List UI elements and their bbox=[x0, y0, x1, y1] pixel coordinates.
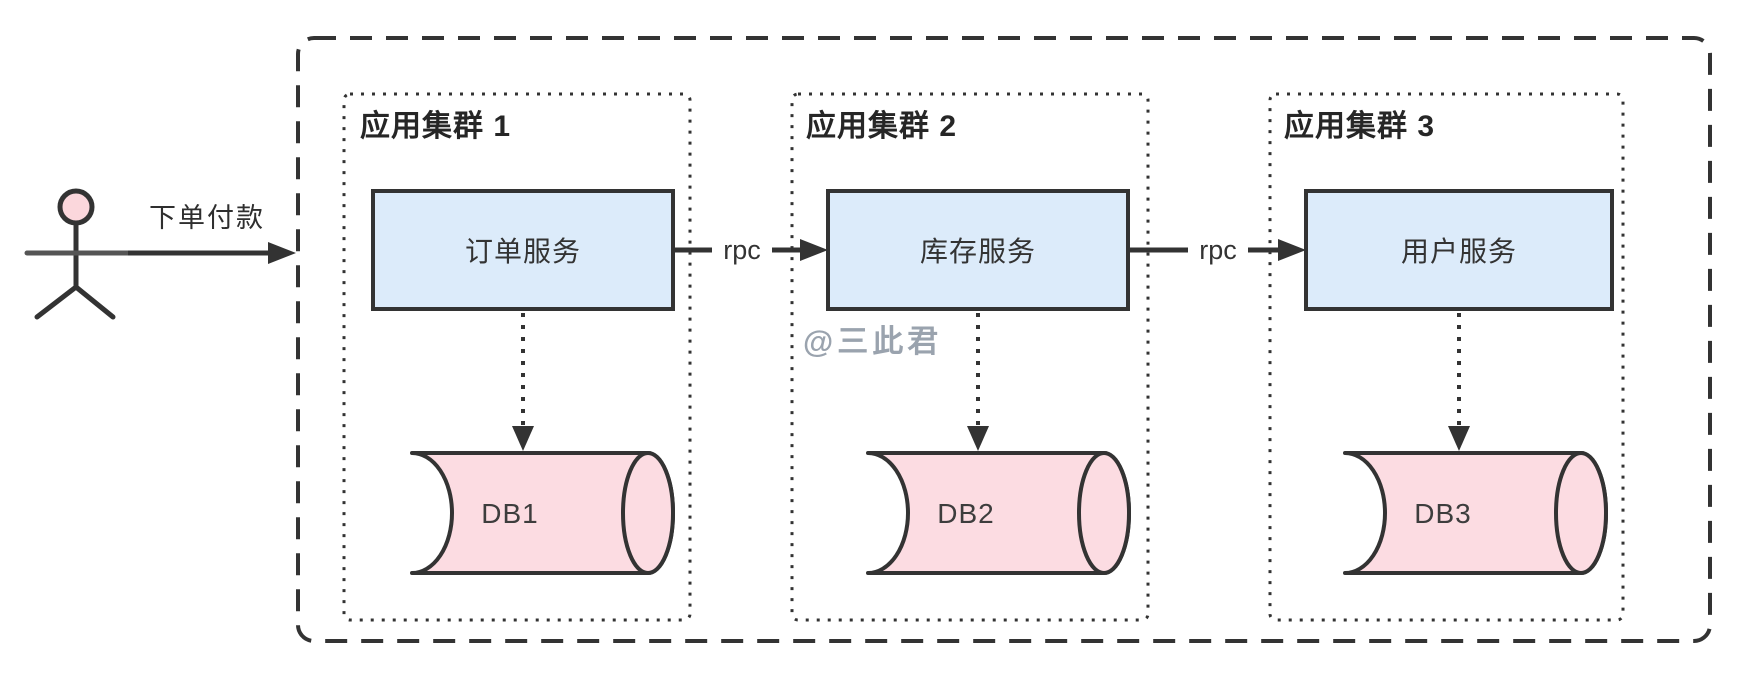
cluster-1-border bbox=[342, 92, 692, 622]
actor-head bbox=[57, 188, 95, 226]
actor-leg-right bbox=[73, 284, 116, 320]
db3-cylinder bbox=[1343, 451, 1608, 575]
cluster-1-title: 应用集群 1 bbox=[360, 110, 512, 143]
db3-label: DB3 bbox=[1414, 498, 1472, 529]
watermark: @三此君 bbox=[803, 324, 943, 359]
cluster-3-title: 应用集群 3 bbox=[1284, 110, 1436, 143]
order-service-node: 订单服务 bbox=[371, 189, 675, 311]
order-arrowhead bbox=[268, 242, 296, 264]
rpc-label-1: rpc bbox=[712, 234, 772, 266]
user-service-node: 用户服务 bbox=[1304, 189, 1614, 311]
cluster-2-border bbox=[790, 92, 1150, 622]
order-arrow-label: 下单付款 bbox=[149, 203, 265, 233]
db3-endcap bbox=[1554, 451, 1608, 575]
rpc-label-2: rpc bbox=[1188, 234, 1248, 266]
db2-cylinder bbox=[866, 451, 1131, 575]
db2-endcap bbox=[1077, 451, 1131, 575]
inventory-service-node: 库存服务 bbox=[826, 189, 1130, 311]
db-arrow-2 bbox=[967, 313, 989, 451]
db-arrowhead-3 bbox=[1448, 426, 1470, 451]
cluster-3-border bbox=[1268, 92, 1625, 622]
actor-leg-left bbox=[34, 284, 79, 320]
user-service-label: 用户服务 bbox=[1400, 236, 1517, 267]
cluster-2-title: 应用集群 2 bbox=[806, 110, 958, 143]
db-arrow-1 bbox=[512, 313, 534, 451]
rpc-arrowhead-1 bbox=[800, 239, 828, 261]
order-service-label: 订单服务 bbox=[464, 236, 581, 267]
inventory-service-label: 库存服务 bbox=[919, 236, 1036, 267]
db-arrowhead-1 bbox=[512, 426, 534, 451]
order-arrow bbox=[128, 242, 296, 264]
db1-label: DB1 bbox=[481, 498, 539, 529]
db1-cylinder bbox=[410, 451, 675, 575]
actor-icon bbox=[24, 188, 131, 320]
rpc-arrowhead-2 bbox=[1278, 239, 1306, 261]
db-arrowhead-2 bbox=[967, 426, 989, 451]
db-arrow-3 bbox=[1448, 313, 1470, 451]
db2-label: DB2 bbox=[937, 498, 995, 529]
db1-endcap bbox=[621, 451, 675, 575]
system-boundary bbox=[296, 36, 1712, 643]
